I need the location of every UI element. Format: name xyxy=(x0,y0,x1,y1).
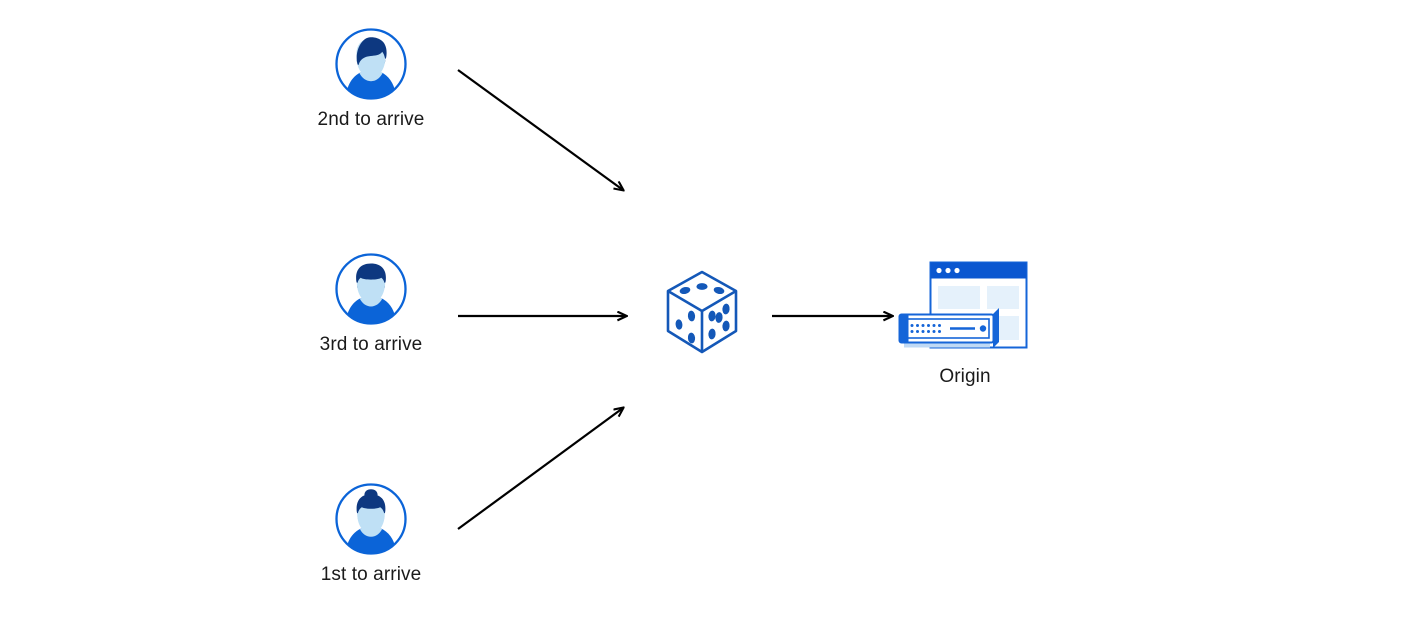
node-visitor-1st[interactable]: 1st to arrive xyxy=(321,482,421,585)
arrow-2nd-to-dice xyxy=(457,69,623,190)
node-label-visitor-2nd: 2nd to arrive xyxy=(317,109,425,130)
node-visitor-2nd[interactable]: 2nd to arrive xyxy=(318,27,424,130)
server-browser-icon xyxy=(898,261,1028,349)
user-avatar-icon xyxy=(335,483,407,555)
node-label-origin: Origin xyxy=(939,366,991,387)
arrow-1st-to-dice xyxy=(457,408,623,530)
user-avatar-icon xyxy=(335,253,407,325)
node-randomizer[interactable] xyxy=(662,268,742,365)
node-label-visitor-1st: 1st to arrive xyxy=(320,564,422,585)
dice-icon xyxy=(666,270,738,354)
user-avatar-icon xyxy=(335,28,407,100)
node-origin[interactable]: Origin xyxy=(895,258,1035,387)
node-label-visitor-3rd: 3rd to arrive xyxy=(319,334,423,355)
node-visitor-3rd[interactable]: 3rd to arrive xyxy=(320,252,422,355)
